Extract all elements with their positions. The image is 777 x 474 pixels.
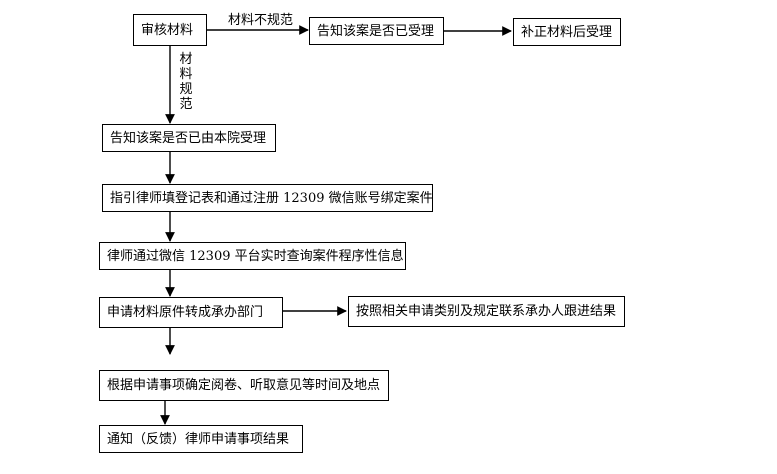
notify-court-box: 告知该案是否已由本院受理 (102, 124, 276, 152)
transfer-box: 申请材料原件转成承办部门 (99, 297, 283, 328)
follow-up-box: 按照相关申请类别及规定联系承办人跟进结果 (348, 296, 625, 327)
review-box: 审核材料 (133, 14, 207, 46)
feedback-box: 通知（反馈）律师申请事项结果 (99, 425, 303, 453)
edge-label-nonstandard: 材料不规范 (228, 13, 294, 28)
guide-register-box: 指引律师填登记表和通过注册 12309 微信账号绑定案件 (102, 184, 433, 212)
supplement-box: 补正材料后受理 (513, 18, 621, 46)
notify-accepted-box: 告知该案是否已受理 (309, 17, 444, 45)
query-wechat-box: 律师通过微信 12309 平台实时查询案件程序性信息 (99, 242, 406, 270)
schedule-box: 根据申请事项确定阅卷、听取意见等时间及地点 (99, 370, 389, 401)
edge-label-standard: 材料规范 (179, 52, 193, 112)
